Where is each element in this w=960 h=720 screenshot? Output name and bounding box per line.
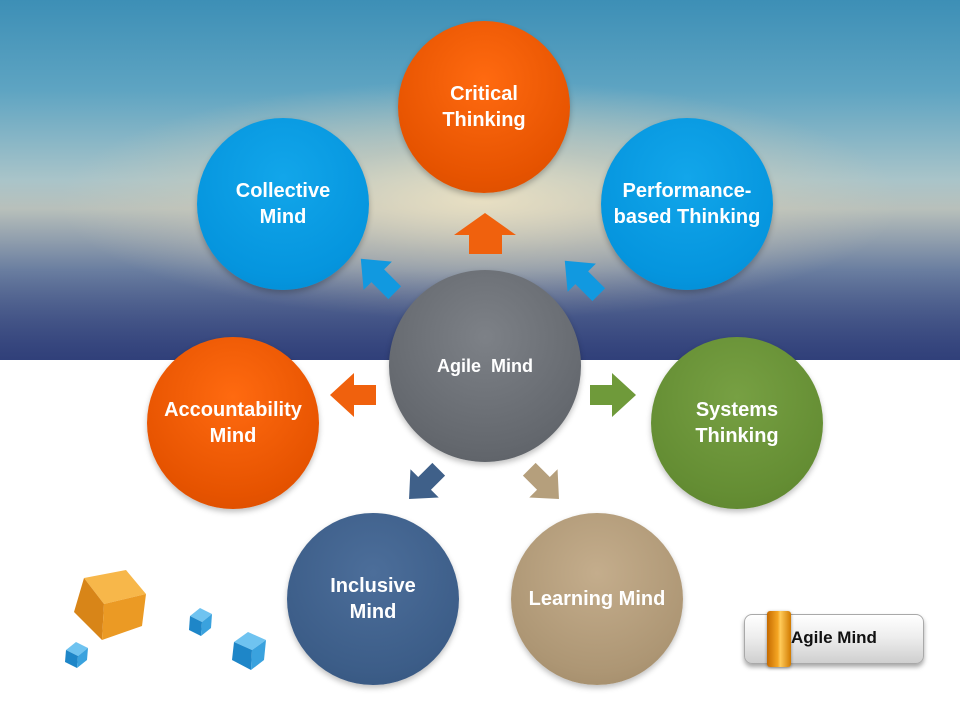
blue-cube-icon: [65, 642, 88, 668]
node-performance-based-thinking: Performance- based Thinking: [601, 118, 773, 290]
blue-cube-icon: [232, 632, 266, 670]
blue-cube-icon: [189, 608, 212, 636]
node-learning-mind: Learning Mind: [511, 513, 683, 685]
center-label: Agile Mind: [437, 356, 533, 376]
node-label: Systems Thinking: [695, 399, 779, 447]
arrow-to-systems-thinking: [590, 373, 636, 417]
arrow-to-critical-thinking: [454, 213, 516, 254]
node-label: Inclusive Mind: [330, 575, 416, 623]
arrow-to-learning-mind: [522, 462, 559, 499]
arrow-to-collective-mind: [360, 258, 402, 300]
node-label: Learning Mind: [528, 588, 666, 610]
node-label: Collective Mind: [235, 180, 331, 228]
node-label: Critical Thinking: [442, 83, 526, 131]
node-label: Accountability Mind: [164, 399, 302, 447]
agile-mind-badge: Agile Mind: [744, 611, 924, 667]
arrow-to-performance-based-thinking: [564, 260, 606, 302]
node-critical-thinking: Critical Thinking: [398, 21, 570, 193]
arrow-to-inclusive-mind: [409, 462, 446, 499]
node-label: Performance- based Thinking: [613, 180, 761, 228]
node-collective-mind: Collective Mind: [197, 118, 369, 290]
orange-cube-icon: [74, 570, 146, 640]
node-systems-thinking: Systems Thinking: [651, 337, 823, 509]
arrow-to-accountability-mind: [330, 373, 376, 417]
node-accountability-mind: Accountability Mind: [147, 337, 319, 509]
node-inclusive-mind: Inclusive Mind: [287, 513, 459, 685]
node-center-agile-mind: Agile Mind: [389, 270, 581, 462]
badge-label: Agile Mind: [791, 628, 877, 647]
badge-bar-icon: [767, 611, 791, 667]
